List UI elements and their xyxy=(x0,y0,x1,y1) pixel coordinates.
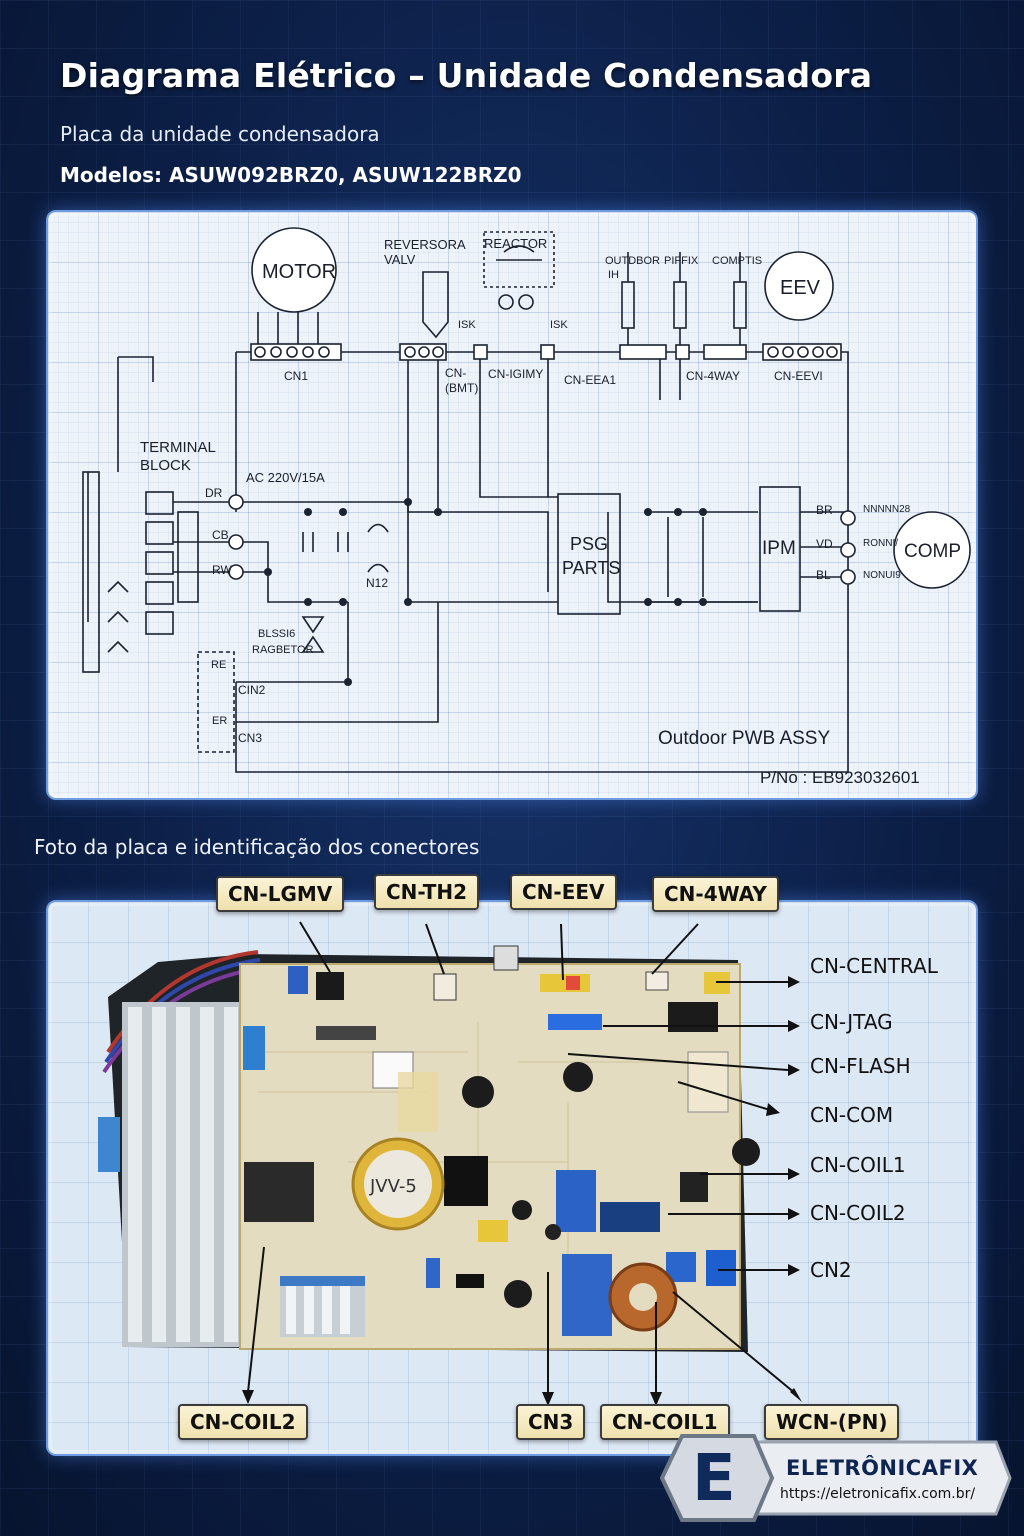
wire-cb-label: CB xyxy=(212,528,229,542)
cn-com-label: CN-COM xyxy=(810,1103,894,1127)
bridge-label: BLSSI6 xyxy=(258,628,295,640)
wire-rw-label: RW xyxy=(212,563,232,577)
cn1-label: CN1 xyxy=(284,369,308,383)
reversing-valve-label: REVERSORA xyxy=(384,237,466,252)
cn-bmt-label: CN- xyxy=(445,366,466,380)
n12-label: N12 xyxy=(366,576,388,590)
page-subtitle: Placa da unidade condensadora xyxy=(60,122,380,146)
photo-panel: JVV-5 CN-CENTRAL CN-JTAG CN-FLASH CN-COM xyxy=(46,900,978,1456)
capacitor-marking: JVV-5 xyxy=(369,1176,417,1197)
brand-badge: E ELETRÔNICAFIX https://eletronicafix.co… xyxy=(660,1428,1012,1528)
tag-cn-th2: CN-TH2 xyxy=(374,874,480,910)
cn3-label: CN3 xyxy=(238,731,262,745)
wire-v-label: RONNI/ xyxy=(863,538,898,549)
cn2-label: CN2 xyxy=(810,1258,852,1282)
heatsink-left xyxy=(122,1002,247,1347)
isk-right-label: ISK xyxy=(550,319,568,331)
logo-hexagon xyxy=(660,1434,775,1522)
photo-caption: Foto da placa e identificação dos conect… xyxy=(34,835,480,859)
ac-rating-label: AC 220V/15A xyxy=(246,470,325,485)
cn-jtag-label: CN-JTAG xyxy=(810,1010,893,1034)
cn-central-label: CN-CENTRAL xyxy=(810,954,938,978)
wire-w-label: NONUI9 xyxy=(863,570,901,581)
wire-dr-label: DR xyxy=(205,486,223,500)
cn-bmt-label-2: (BMT) xyxy=(445,381,478,395)
bridge-label-2: RAGBETOR xyxy=(252,644,314,656)
brand-name: ELETRÔNICAFIX xyxy=(786,1456,979,1480)
outdoor-thermistor-label-2: IH xyxy=(608,269,619,281)
page-title: Diagrama Elétrico – Unidade Condensadora xyxy=(60,56,873,95)
terminal-block-label-2: BLOCK xyxy=(140,457,191,474)
tag-cn-eev: CN-EEV xyxy=(510,874,617,910)
comp-thermistor-label: COMPTIS xyxy=(712,255,762,267)
wire-u-label: NNNNN28 xyxy=(863,504,911,515)
cn-coil1-label: CN-COIL1 xyxy=(810,1153,906,1177)
psg-label-2: PARTS xyxy=(562,558,620,578)
cn-lgmv-label: CN-IGIMY xyxy=(488,367,543,381)
cn-flash-label: CN-FLASH xyxy=(810,1054,911,1078)
board-outline-wire xyxy=(235,351,849,773)
models-line: Modelos: ASUW092BRZ0, ASUW122BRZ0 xyxy=(60,163,522,187)
tag-wcn-pn: WCN-(PN) xyxy=(764,1404,900,1440)
reversing-valve-label-2: VALV xyxy=(384,252,416,267)
motor-label: MOTOR xyxy=(262,261,336,283)
schematic-diagram: MOTOR REVERSORA VALV REACTOR OUTDBOR IH … xyxy=(82,227,971,787)
pcb-illustration: JVV-5 xyxy=(98,921,802,1406)
isk-left-label: ISK xyxy=(458,319,476,331)
eev-symbol xyxy=(764,251,834,321)
pipe-thermistor-label: PIFFIX xyxy=(664,255,699,267)
tag-cn-lgmv: CN-LGMV xyxy=(216,876,345,912)
ipm-label: IPM xyxy=(762,538,796,559)
terminal-block-label: TERMINAL xyxy=(140,439,216,456)
psg-label: PSG xyxy=(570,534,608,554)
motor-symbol xyxy=(251,227,337,313)
cn-4way-label: CN-4WAY xyxy=(686,369,740,383)
compressor-symbol xyxy=(893,511,971,589)
tag-cn-coil2-bottom: CN-COIL2 xyxy=(178,1404,308,1440)
wire-vd-label: VD xyxy=(816,537,833,551)
wire-er-label: ER xyxy=(212,715,227,727)
heatsink-bottom xyxy=(280,1276,365,1337)
tag-cn3: CN3 xyxy=(516,1404,586,1440)
cn-eea1-label: CN-EEA1 xyxy=(564,373,616,387)
comp-label: COMP xyxy=(904,541,961,562)
brand-url[interactable]: https://eletronicafix.com.br/ xyxy=(780,1486,976,1502)
reactor-label: REACTOR xyxy=(484,236,547,251)
part-number-label: P/No : EB923032601 xyxy=(760,768,920,787)
tag-cn-4way: CN-4WAY xyxy=(652,876,779,912)
cn-coil2-label: CN-COIL2 xyxy=(810,1201,906,1225)
board-name-label: Outdoor PWB ASSY xyxy=(658,728,830,749)
logo-letter: E xyxy=(692,1442,736,1516)
cn-eev-label: CN-EEVI xyxy=(774,369,823,383)
wire-bl-label: BL xyxy=(816,568,831,582)
wire-re-label: RE xyxy=(211,659,226,671)
wire-br-label: BR xyxy=(816,503,833,517)
outdoor-thermistor-label: OUTDBOR xyxy=(605,255,660,267)
eev-label: EEV xyxy=(780,277,821,299)
blue-connector-side xyxy=(98,1117,120,1172)
schematic-panel: MOTOR REVERSORA VALV REACTOR OUTDBOR IH … xyxy=(46,210,978,800)
cin2-label: CIN2 xyxy=(238,683,266,697)
